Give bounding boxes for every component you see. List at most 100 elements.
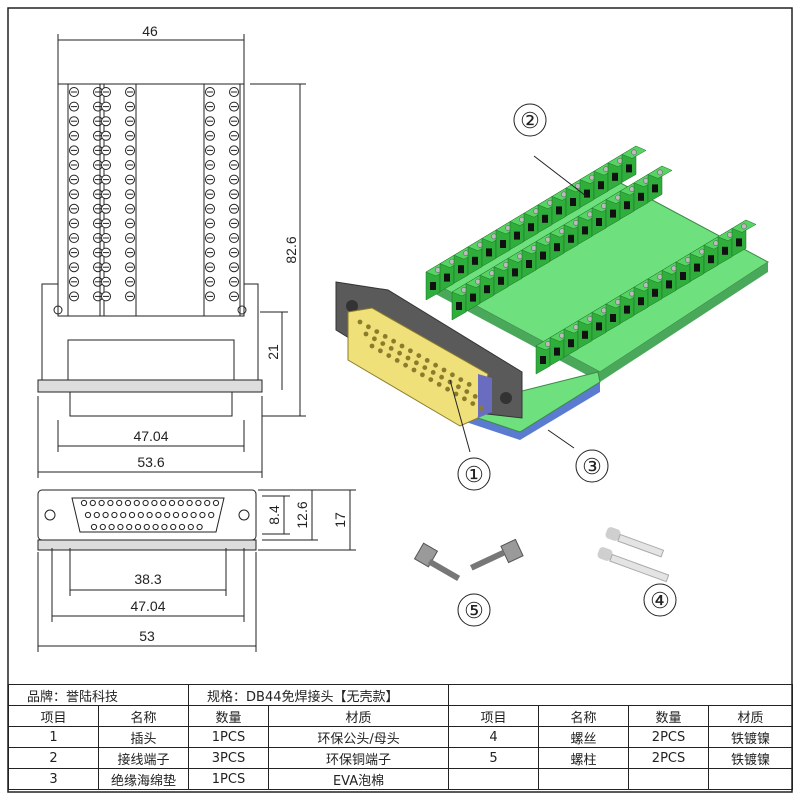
connector-pin	[380, 341, 386, 346]
bom-cell	[448, 768, 540, 790]
dim-label-bottom-outer: 53	[139, 628, 155, 644]
callout-4: ④	[650, 589, 670, 614]
terminal-columns	[67, 83, 241, 317]
terminal-block-pole	[633, 173, 659, 212]
terminal-block-pole	[731, 219, 757, 257]
face-pin	[168, 499, 176, 507]
connector-pin	[456, 384, 461, 390]
face-pin	[170, 523, 177, 531]
bom-header: 数量	[628, 705, 710, 727]
terminal-blocks	[425, 145, 757, 375]
face-pin	[102, 511, 109, 519]
bom-row: 3 绝缘海绵垫 1PCS EVA泡棉	[8, 768, 794, 790]
bom-cell: 4	[448, 726, 540, 748]
callout-3: ③	[582, 455, 602, 480]
callout-1: ①	[464, 463, 484, 488]
terminal-block-pole	[535, 337, 561, 375]
bom-header: 名称	[97, 705, 190, 727]
bill-of-materials: 品牌：誉陆科技 规格：DB44免焊接头【无壳款】 项目 名称 数量 材质 项目 …	[7, 684, 794, 790]
bom-cell: 3	[8, 768, 99, 790]
connector-pin	[422, 365, 428, 370]
face-pin	[181, 511, 188, 519]
mount-hole-right	[237, 305, 247, 315]
face-pin	[164, 511, 171, 519]
connector-pins	[357, 319, 484, 411]
face-pin	[152, 523, 159, 531]
dim-label-flange-outer: 53.6	[137, 454, 164, 470]
face-pin	[172, 511, 180, 519]
bom-header: 项目	[448, 705, 540, 727]
bom-cell: 螺丝	[538, 726, 630, 748]
terminal-block-pole	[647, 269, 673, 308]
terminal-block-pole	[647, 165, 673, 203]
bom-brand: 品牌：誉陆科技	[7, 684, 190, 706]
terminal-block-pole	[607, 153, 633, 192]
face-pin	[128, 511, 136, 519]
screw-2	[609, 553, 670, 583]
connector-pin	[420, 372, 425, 378]
face-pin	[90, 523, 98, 531]
product-3d-view	[335, 145, 769, 453]
connector-pin	[403, 362, 408, 368]
bom-cell: 环保铜端子	[268, 747, 450, 769]
face-pin	[190, 511, 197, 519]
connector-pin	[478, 406, 484, 411]
face-pin	[146, 511, 153, 519]
bom-cell: 1	[8, 726, 99, 748]
face-pins	[80, 499, 220, 531]
connector-pin	[445, 386, 450, 392]
terminal-block-pole	[621, 145, 647, 183]
face-pin	[143, 523, 150, 531]
connector-pin	[382, 334, 388, 339]
drawing-frame	[7, 7, 793, 793]
leader-3	[547, 429, 575, 449]
bom-cell: 2PCS	[628, 747, 710, 769]
face-pin	[177, 499, 184, 507]
face-pin	[89, 499, 96, 507]
face-pin	[186, 499, 193, 507]
flange	[37, 379, 263, 393]
screw-1	[617, 533, 665, 558]
face-pin	[204, 499, 211, 507]
connector-pin	[428, 377, 434, 382]
face-pin	[142, 499, 149, 507]
dim-label-bottom-mid: 47.04	[130, 598, 165, 614]
dim-label-bottom-inner: 38.3	[134, 571, 161, 587]
bom-spec: 规格：DB44免焊接头【无壳款】	[188, 684, 450, 706]
face-pin	[195, 499, 202, 507]
face-pin	[120, 511, 127, 519]
mount-hole-left	[53, 305, 63, 315]
socket-body	[67, 339, 235, 381]
face-pin	[80, 499, 88, 507]
face-pin	[107, 499, 114, 507]
face-pin	[108, 523, 115, 531]
bom-header: 数量	[188, 705, 270, 727]
terminal-block-pole	[591, 303, 617, 341]
connector-pin	[405, 355, 411, 361]
face-d-shape	[71, 497, 225, 533]
connector-pin	[397, 350, 402, 356]
bom-header: 材质	[708, 705, 794, 727]
connector-pin	[436, 382, 442, 387]
connector-pin	[450, 372, 455, 378]
dim-label-side-large: 17	[332, 512, 348, 528]
standoffs	[413, 538, 524, 582]
face-pin	[99, 523, 106, 531]
face-pin	[117, 523, 124, 531]
front-view-outline	[57, 83, 245, 317]
bom-cell: 1PCS	[188, 768, 270, 790]
bom-cell: 铁镀镍	[708, 747, 794, 769]
connector-pin	[441, 367, 447, 373]
dim-label-height: 82.6	[283, 236, 299, 263]
dim-label-socket-height: 21	[265, 344, 281, 360]
bom-row: 2 接线端子 3PCS 环保铜端子 5 螺柱 2PCS 铁镀镍	[8, 747, 794, 769]
face-pin	[212, 499, 220, 507]
bom-row: 1 插头 1PCS 环保公头/母头 4 螺丝 2PCS 铁镀镍	[8, 726, 794, 748]
face-pin	[151, 499, 158, 507]
face-pin	[208, 511, 215, 519]
terminal-block-pole	[577, 207, 603, 245]
bom-cell: 绝缘海绵垫	[97, 768, 190, 790]
connector-pin	[470, 401, 476, 406]
bom-cell: 1PCS	[188, 726, 270, 748]
connector-pin	[464, 389, 470, 394]
